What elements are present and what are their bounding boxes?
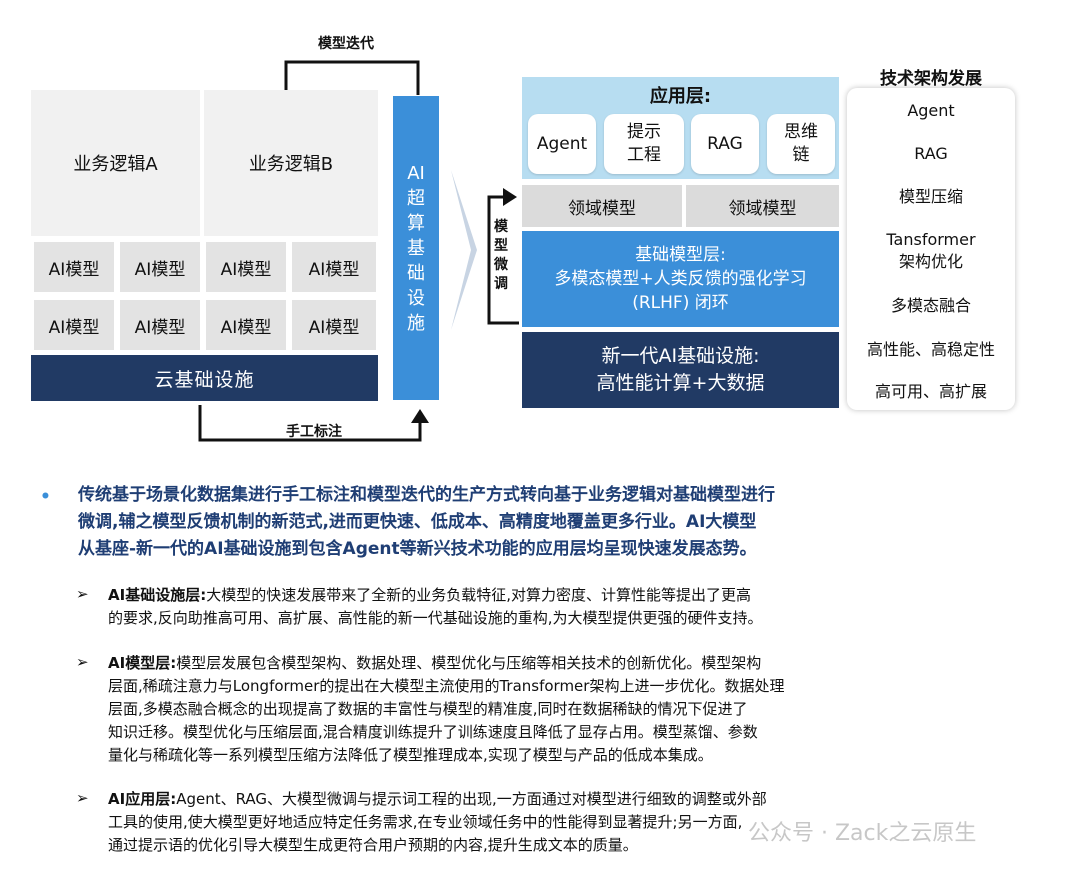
sub-line: 工具的使用,使大模型更好地适应特定任务需求,在专业领域任务中的性能得到显著提升;…: [108, 813, 743, 831]
base-model-layer: 基础模型层: 多模态模型+人类反馈的强化学习 (RLHF) 闭环: [522, 231, 839, 327]
business-logic-b: 业务逻辑B: [204, 90, 378, 236]
sub-line: 层面,多模态融合概念的出现提高了数据的丰富性与模型的精准度,同时在数据稀缺的情况…: [108, 700, 748, 718]
sub-line: Agent、RAG、大模型微调与提示词工程的出现,一方面通过对模型进行细致的调整…: [176, 790, 767, 808]
tech-item: 高性能、高稳定性: [866, 340, 995, 359]
tech-item: 多模态融合: [890, 296, 971, 315]
ai-infra-char: 基: [407, 237, 425, 259]
sub-infra-layer: AI基础设施层:大模型的快速发展带来了全新的业务负载特征,对算力密度、计算性能等…: [108, 584, 1068, 630]
model-tuning-arrow: [487, 188, 519, 325]
tech-evolution-title: 技术架构发展: [880, 69, 982, 89]
tech-item-line: 架构优化: [898, 252, 963, 271]
sub-line: 层面,稀疏注意力与Longformer的提出在大模型主流使用的Transform…: [108, 677, 785, 695]
ai-model-cell: AI模型: [292, 242, 376, 292]
ai-infra-char: 础: [407, 262, 425, 284]
main-summary: 传统基于场景化数据集进行手工标注和模型迭代的生产方式转向基于业务逻辑对基础模型进…: [78, 482, 1058, 563]
domain-model: 领域模型: [686, 185, 839, 227]
ai-model-cell: AI模型: [120, 300, 200, 350]
tech-item-line: Tansformer: [886, 230, 976, 249]
tech-item: Agent: [907, 101, 955, 120]
sub-title: AI模型层:: [108, 654, 177, 672]
sub-application-layer: AI应用层:Agent、RAG、大模型微调与提示词工程的出现,一方面通过对模型进…: [108, 788, 1068, 857]
main-summary-line: 微调,辅之模型反馈机制的新范式,进而更快速、低成本、高精度地覆盖更多行业。AI大…: [78, 512, 757, 532]
base-model-title: 基础模型层:: [635, 245, 726, 265]
app-rag: RAG: [691, 114, 759, 174]
app-prompt-engineering-label: 提示: [627, 122, 661, 142]
sub-title: AI应用层:: [108, 790, 177, 808]
ai-model-cell: AI模型: [292, 300, 376, 350]
ai-model-cell: AI模型: [34, 300, 114, 350]
model-tuning-char: 调: [494, 276, 508, 292]
ai-model-cell: AI模型: [206, 242, 286, 292]
app-chain-of-thought-label: 思维: [784, 122, 818, 142]
ai-supercomputing-infrastructure: AI 超 算 基 础 设 施: [393, 96, 439, 400]
new-infra-title: 新一代AI基础设施:: [601, 345, 760, 367]
arrow-marker-icon: ➢: [76, 585, 89, 603]
app-agent-label: Agent: [536, 133, 588, 154]
sub-model-layer: AI模型层:模型层发展包含模型架构、数据处理、模型优化与压缩等相关技术的创新优化…: [108, 652, 1068, 767]
new-ai-infrastructure: 新一代AI基础设施: 高性能计算+大数据: [522, 332, 839, 408]
app-chain-of-thought-label: 链: [792, 145, 810, 165]
manual-annotation-label: 手工标注: [286, 424, 342, 440]
manual-annotation-arrow: [198, 405, 429, 442]
model-tuning-char: 型: [494, 238, 508, 254]
application-layer-title: 应用层:: [649, 86, 712, 107]
arrow-marker-icon: ➢: [76, 653, 89, 671]
new-infra-line: 高性能计算+大数据: [596, 372, 765, 394]
ai-model-cell: AI模型: [120, 242, 200, 292]
model-iteration-label: 模型迭代: [318, 36, 374, 52]
sub-line: 知识迁移。模型优化与压缩层面,混合精度训练提升了训练速度且降低了显存占用。模型蒸…: [108, 723, 758, 741]
ai-infra-char: 设: [407, 287, 425, 309]
model-tuning-char: 模: [494, 219, 508, 235]
app-rag-label: RAG: [707, 133, 743, 154]
bullet-dot-icon: •: [40, 487, 51, 507]
tech-item: Tansformer 架构优化: [847, 229, 1015, 273]
ai-model-cell: AI模型: [34, 242, 114, 292]
sub-title: AI基础设施层:: [108, 586, 207, 604]
sub-line: 通过提示语的优化引导大模型生成更符合用户预期的内容,提升生成文本的质量。: [108, 836, 638, 854]
app-chain-of-thought: 思维 链: [767, 114, 835, 174]
main-summary-line: 传统基于场景化数据集进行手工标注和模型迭代的生产方式转向基于业务逻辑对基础模型进…: [78, 485, 775, 505]
tech-item: 模型压缩: [898, 187, 963, 206]
transition-chevron-icon: [451, 170, 477, 330]
sub-line: 模型层发展包含模型架构、数据处理、模型优化与压缩等相关技术的创新优化。模型架构: [176, 654, 762, 672]
ai-infra-char: 算: [407, 212, 425, 234]
sub-line: 量化与稀疏化等一系列模型压缩方法降低了模型推理成本,实现了模型与产品的低成本集成…: [108, 746, 713, 764]
arrow-marker-icon: ➢: [76, 789, 89, 807]
base-model-line: (RLHF) 闭环: [632, 293, 729, 313]
app-prompt-engineering: 提示 工程: [604, 114, 684, 174]
cloud-infrastructure: 云基础设施: [31, 355, 378, 401]
ai-infra-char: AI: [407, 162, 425, 184]
tech-evolution-panel: Agent RAG 模型压缩 Tansformer 架构优化 多模态融合 高性能…: [847, 88, 1015, 410]
sub-line: 的要求,反向助推高可用、高扩展、高性能的新一代基础设施的重构,为大模型提供更强的…: [108, 609, 763, 627]
watermark-text: 公众号 · Zack之云原生: [748, 821, 977, 846]
business-logic-a: 业务逻辑A: [31, 90, 200, 236]
ai-infra-char: 施: [407, 312, 425, 334]
model-tuning-label: 模 型 微 调: [487, 218, 515, 294]
tech-item: 高可用、高扩展: [874, 382, 987, 401]
main-summary-line: 从基座-新一代的AI基础设施到包含Agent等新兴技术功能的应用层均呈现快速发展…: [78, 539, 757, 559]
domain-model: 领域模型: [522, 185, 682, 227]
tech-item: RAG: [914, 144, 948, 163]
app-agent: Agent: [528, 114, 596, 174]
ai-infra-char: 超: [407, 187, 425, 209]
base-model-line: 多模态模型+人类反馈的强化学习: [554, 269, 807, 289]
app-prompt-engineering-label: 工程: [627, 145, 661, 165]
sub-line: 大模型的快速发展带来了全新的业务负载特征,对算力密度、计算性能等提出了更高: [206, 586, 751, 604]
ai-model-cell: AI模型: [206, 300, 286, 350]
model-tuning-char: 微: [494, 257, 508, 273]
